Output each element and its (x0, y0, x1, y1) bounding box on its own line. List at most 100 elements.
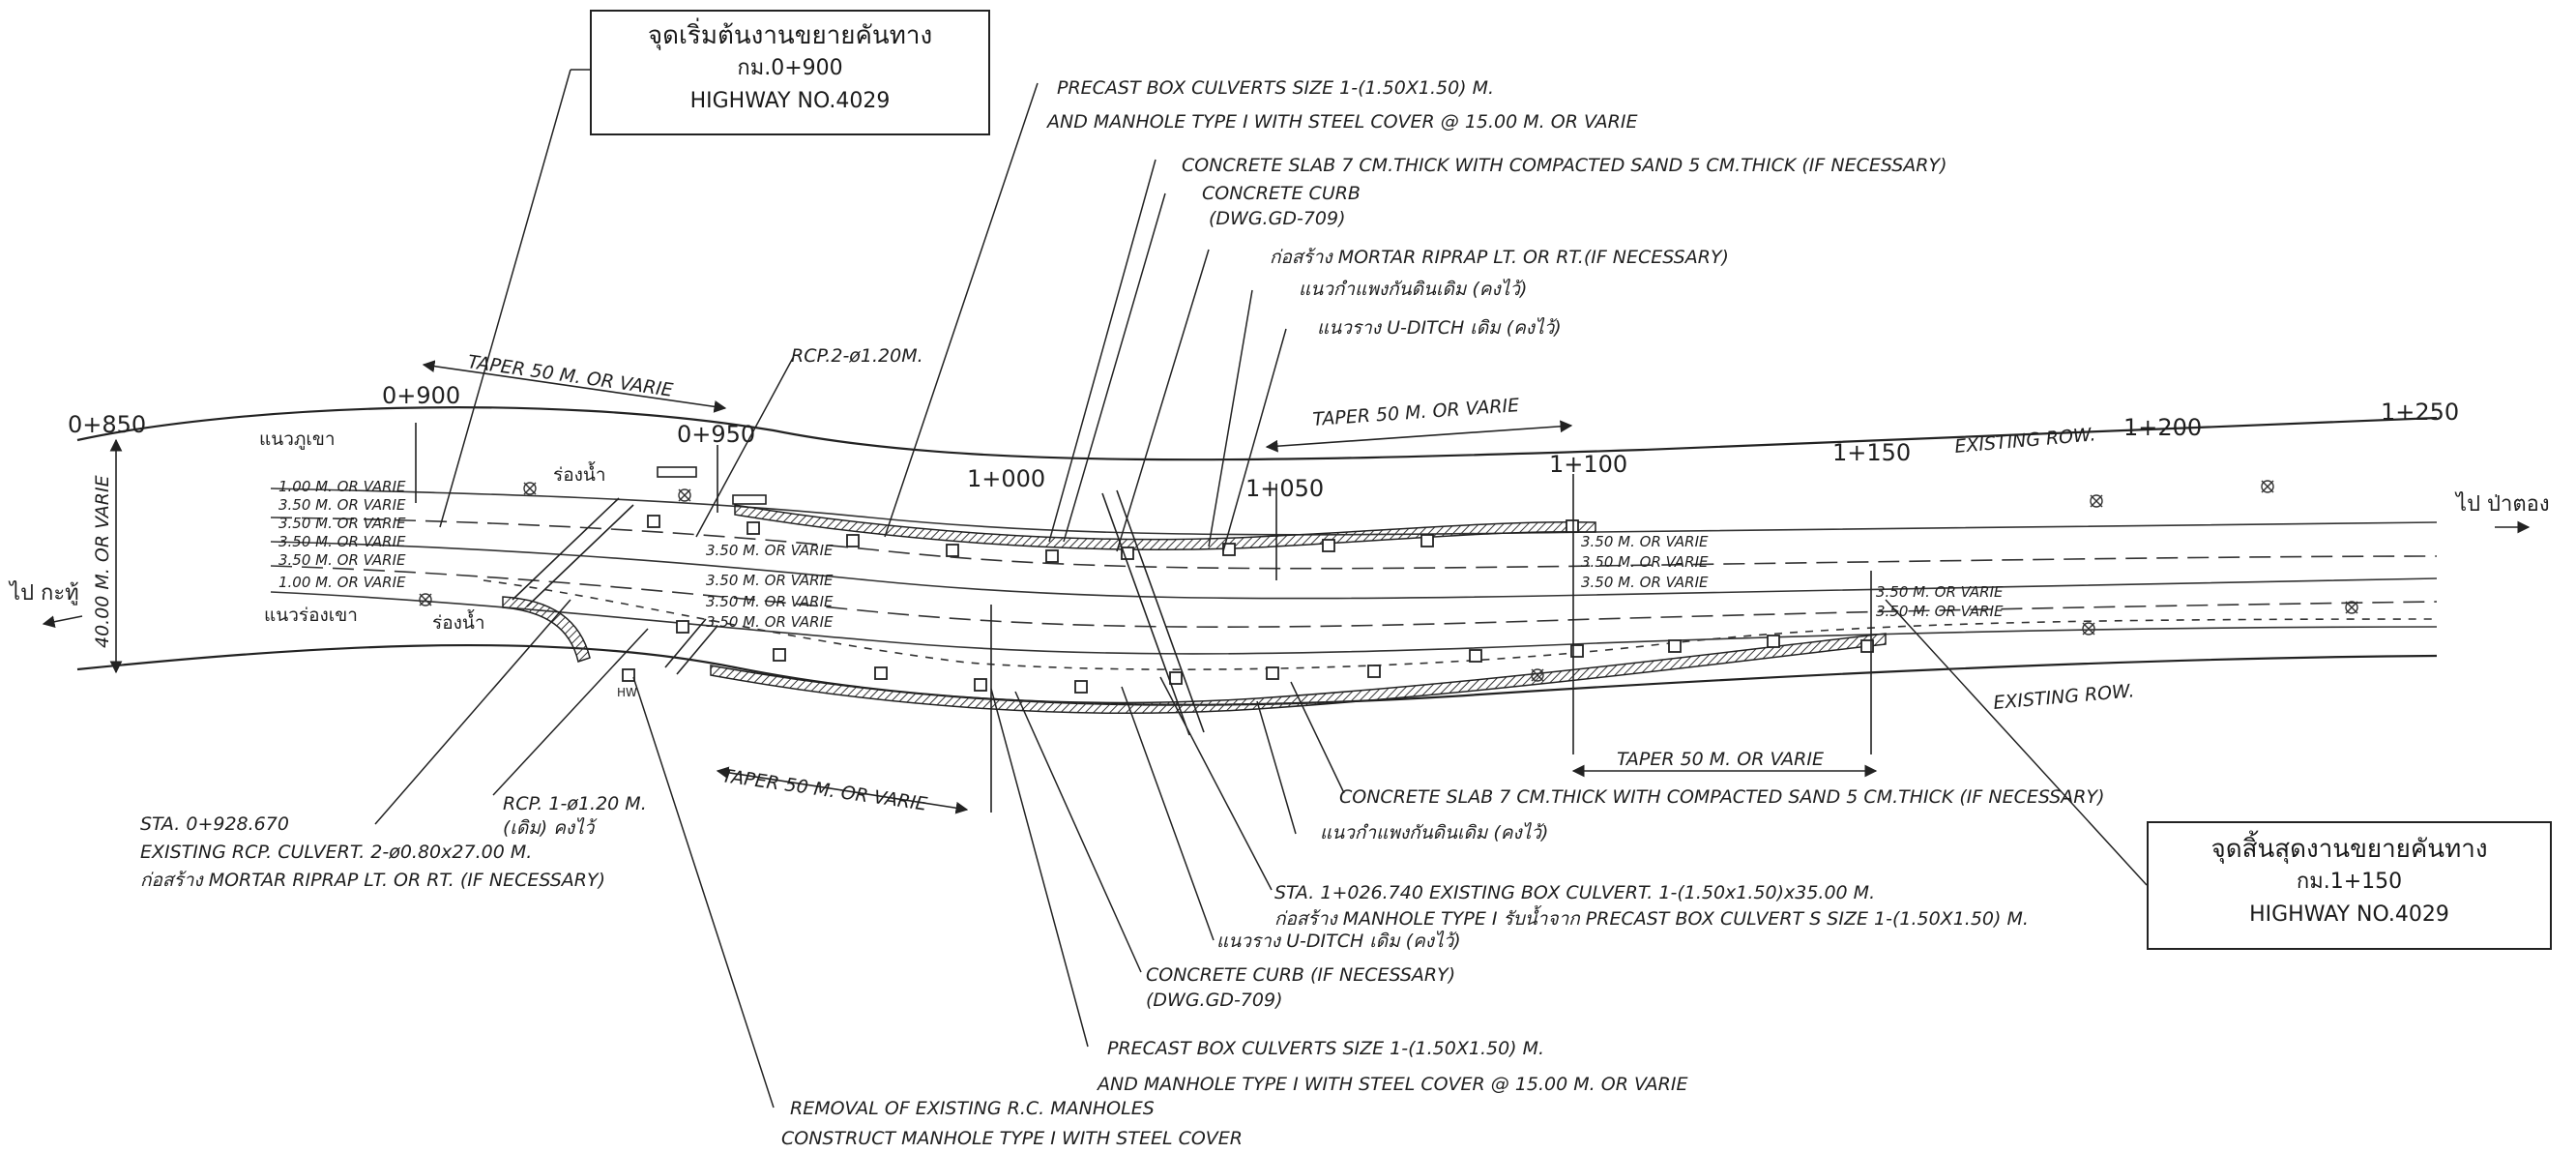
note-wall-top: แนวกำแพงกันดินเดิม (คงไว้) (1299, 278, 1527, 300)
leader-uditch-bottom (1121, 686, 1215, 941)
leader-slab-top (1048, 159, 1156, 543)
lane-label-left-2: 3.50 M. OR VARIE (278, 496, 406, 514)
leader-rcp-top (695, 357, 794, 538)
note-sta1026-2: ก่อสร้าง MANHOLE TYPE I รับน้ำจาก PRECAS… (1274, 904, 2029, 930)
direction-arrow-left (42, 615, 83, 629)
station-label-1000: 1+000 (967, 465, 1045, 492)
tree-symbol-2 (678, 488, 691, 502)
note-removal-2: CONSTRUCT MANHOLE TYPE I WITH STEEL COVE… (781, 1128, 1243, 1149)
manhole-top-9 (1420, 534, 1434, 547)
lane-label-mid-4: 3.50 M. OR VARIE (706, 613, 834, 631)
leader-curb-top (1063, 192, 1166, 543)
station-label-0900: 0+900 (382, 382, 460, 409)
tree-symbol-8 (1531, 668, 1544, 682)
manhole-bottom-2 (773, 648, 786, 662)
taper-label-4: TAPER 50 M. OR VARIE (1617, 749, 1824, 770)
leader-sta1026 (1159, 676, 1273, 891)
taper-label-2: TAPER 50 M. OR VARIE (1312, 395, 1520, 430)
note-sta1026-1: STA. 1+026.740 EXISTING BOX CULVERT. 1-(… (1274, 882, 1875, 903)
direction-left-label: ไป กะทู้ (8, 580, 79, 606)
station-label-0950: 0+950 (677, 421, 755, 448)
direction-right-label: ไป ป่าตอง (2454, 491, 2550, 517)
note-slab-top: CONCRETE SLAB 7 CM.THICK WITH COMPACTED … (1182, 155, 1947, 176)
lane-label-left-6: 1.00 M. OR VARIE (278, 574, 406, 591)
lane-label-left-3: 3.50 M. OR VARIE (278, 515, 406, 532)
start-box-highway: HIGHWAY NO.4029 (689, 89, 891, 113)
leader-start-box (439, 69, 590, 528)
end-point-box: จุดสิ้นสุดงานขยายคันทาง กม.1+150 HIGHWAY… (2147, 821, 2552, 950)
manhole-bottom-6 (1169, 671, 1183, 685)
taper-arrow-3 (716, 766, 969, 814)
lane-label-left-4: 3.50 M. OR VARIE (278, 533, 406, 550)
existing-row-top-label: EXISTING ROW. (1954, 424, 2097, 458)
note-rcp-bottom-1: RCP. 1-ø1.20 M. (503, 793, 647, 814)
end-box-title: จุดสิ้นสุดงานขยายคันทาง (2210, 835, 2488, 864)
manhole-bottom-3 (874, 666, 888, 680)
manhole-top-2 (746, 521, 760, 535)
note-curb-bottom-2: (DWG.GD-709) (1146, 990, 1282, 1011)
note-precast-bottom-2: AND MANHOLE TYPE I WITH STEEL COVER @ 15… (1096, 1074, 1687, 1095)
manhole-bottom-5 (1074, 680, 1088, 694)
note-curb-bottom-1: CONCRETE CURB (IF NECESSARY) (1146, 964, 1455, 986)
tree-symbol-1 (523, 482, 537, 495)
taper-arrow-2 (1265, 420, 1573, 453)
leader-end-box (1885, 599, 2148, 886)
note-removal-1: REMOVAL OF EXISTING R.C. MANHOLES (790, 1098, 1155, 1119)
lane-label-right-2: 3.50 M. OR VARIE (1581, 553, 1709, 571)
start-box-station: กม.0+900 (737, 56, 843, 80)
manhole-top-5 (1045, 549, 1059, 563)
station-label-1100: 1+100 (1549, 451, 1627, 478)
leader-curb-bottom (1014, 691, 1142, 973)
riprap-left (502, 596, 591, 663)
tree-symbol-7 (2082, 622, 2095, 636)
manhole-bottom-8 (1367, 665, 1381, 678)
taper-label-1: TAPER 50 M. OR VARIE (466, 351, 674, 401)
note-precast-bottom-1: PRECAST BOX CULVERTS SIZE 1-(1.50X1.50) … (1107, 1038, 1544, 1059)
note-precast-top-2: AND MANHOLE TYPE I WITH STEEL COVER @ 15… (1045, 111, 1637, 133)
tree-symbol-5 (2261, 480, 2274, 493)
manhole-top-8 (1322, 539, 1335, 552)
waterway-bottom-label: ร่องน้ำ (432, 609, 485, 634)
manhole-bottom-4 (974, 678, 987, 692)
note-curb-top-2: (DWG.GD-709) (1209, 208, 1345, 229)
lane-edge-3 (270, 541, 2438, 600)
leader-uditch-top (1222, 328, 1287, 552)
lane-label-left-1: 1.00 M. OR VARIE (278, 478, 406, 495)
leader-slab-bottom (1290, 681, 1345, 794)
manhole-top-1 (647, 515, 660, 528)
manhole-bottom-9 (1469, 649, 1482, 663)
rcp-pipe-right (664, 618, 718, 675)
station-label-1200: 1+200 (2123, 414, 2202, 441)
note-slab-bottom: CONCRETE SLAB 7 CM.THICK WITH COMPACTED … (1339, 786, 2105, 808)
tree-symbol-4 (2090, 494, 2103, 508)
note-riprap-top: ก่อสร้าง MORTAR RIPRAP LT. OR RT.(IF NEC… (1270, 247, 1729, 268)
rcp-headwall-2 (732, 494, 767, 505)
manhole-bottom-1 (676, 620, 689, 634)
station-label-0850: 0+850 (68, 411, 146, 438)
taper-label-3: TAPER 50 M. OR VARIE (720, 765, 928, 815)
manhole-bottom-13 (1860, 639, 1874, 653)
leader-wall-top (1208, 289, 1253, 547)
note-sta928-3: ก่อสร้าง MORTAR RIPRAP LT. OR RT. (IF NE… (140, 870, 605, 891)
lane-label-mid-3: 3.50 M. OR VARIE (706, 593, 834, 610)
leader-rcp-bottom (492, 628, 649, 796)
note-rcp-bottom-2: (เดิม) คงไว้ (503, 816, 598, 839)
rcp-headwall (657, 466, 697, 478)
end-box-highway: HIGHWAY NO.4029 (2249, 902, 2449, 927)
note-curb-top-1: CONCRETE CURB (1202, 183, 1361, 204)
lane-edge-4 (270, 565, 2438, 628)
lane-edge-5 (270, 591, 2438, 655)
note-wall-bottom: แนวกำแพงกันดินเดิม (คงไว้) (1320, 821, 1548, 843)
hw-label: HW (617, 686, 637, 699)
lane-label-mid-1: 3.50 M. OR VARIE (706, 542, 834, 559)
start-point-box: จุดเริ่มต้นงานขยายคันทาง กม.0+900 HIGHWA… (590, 10, 990, 135)
note-uditch-bottom: แนวราง U-DITCH เดิม (คงไว้) (1216, 930, 1461, 952)
taper-arrow-1 (422, 360, 727, 413)
tree-symbol-6 (2345, 601, 2358, 614)
note-sta928-1: STA. 0+928.670 (140, 813, 289, 835)
manhole-bottom-11 (1668, 639, 1682, 653)
manhole-top-4 (946, 544, 959, 557)
station-label-1150: 1+150 (1832, 439, 1911, 466)
note-uditch-top: แนวราง U-DITCH เดิม (คงไว้) (1317, 316, 1562, 339)
lane-edge-2 (270, 517, 2438, 570)
